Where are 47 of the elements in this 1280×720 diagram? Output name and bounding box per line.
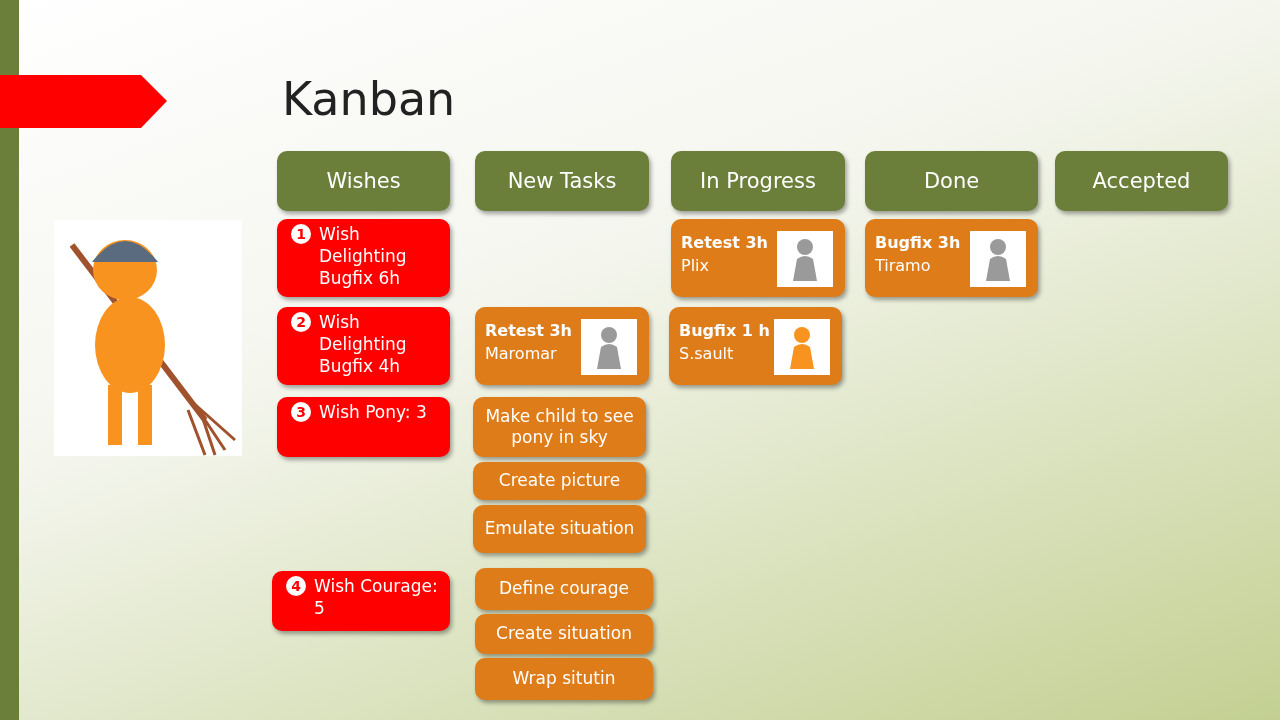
wish-text: Wish Delighting Bugfix 4h [319, 312, 407, 377]
slide-title: Kanban [282, 72, 456, 126]
subtask-text: Define courage [498, 578, 630, 600]
task-title: Bugfix 1 h [679, 320, 771, 342]
column-header [277, 151, 450, 211]
column-header [865, 151, 1038, 211]
number-badge: 2 [291, 312, 311, 332]
subtask-card [475, 658, 653, 700]
assignee-name: Plix [681, 256, 709, 276]
subtask-text: Create situation [496, 623, 632, 645]
wish-text: Wish Courage: 5 [314, 576, 438, 619]
subtask-card [473, 462, 646, 500]
wish-text: Wish Delighting Bugfix 6h [319, 224, 407, 289]
number-badge: 4 [286, 576, 306, 596]
subtask-card [473, 397, 646, 457]
subtask-text: Emulate situation [484, 518, 635, 540]
column-header [1055, 151, 1228, 211]
assignee-name: Tiramo [875, 256, 931, 276]
assignee-name: Maromar [485, 344, 557, 364]
number-badge: 1 [291, 224, 311, 244]
wish-card [277, 219, 450, 297]
subtask-card [475, 614, 653, 654]
column-title: Wishes [326, 169, 401, 193]
column-header [475, 151, 649, 211]
task-card [865, 219, 1038, 297]
column-title: New Tasks [507, 169, 617, 193]
task-card [669, 307, 842, 385]
column-title: Done [923, 169, 980, 193]
task-card [475, 307, 649, 385]
wish-card [277, 397, 450, 457]
assignee-name: S.sault [679, 344, 734, 364]
subtask-text: Make child to see pony in sky [484, 405, 635, 449]
task-title: Bugfix 3h [875, 232, 962, 254]
subtask-card [473, 505, 646, 553]
column-header [671, 151, 845, 211]
subtask-text: Wrap situtin [512, 668, 616, 690]
wish-card [272, 571, 450, 631]
column-title: In Progress [700, 169, 816, 193]
subtask-card [475, 568, 653, 610]
subtask-text: Create picture [498, 470, 621, 492]
wish-card [277, 307, 450, 385]
number-badge: 3 [291, 402, 311, 422]
task-card [671, 219, 845, 297]
task-title: Retest 3h [485, 320, 573, 342]
wish-text: Wish Pony: 3 [319, 402, 427, 422]
task-title: Retest 3h [681, 232, 769, 254]
column-title: Accepted [1092, 169, 1191, 193]
